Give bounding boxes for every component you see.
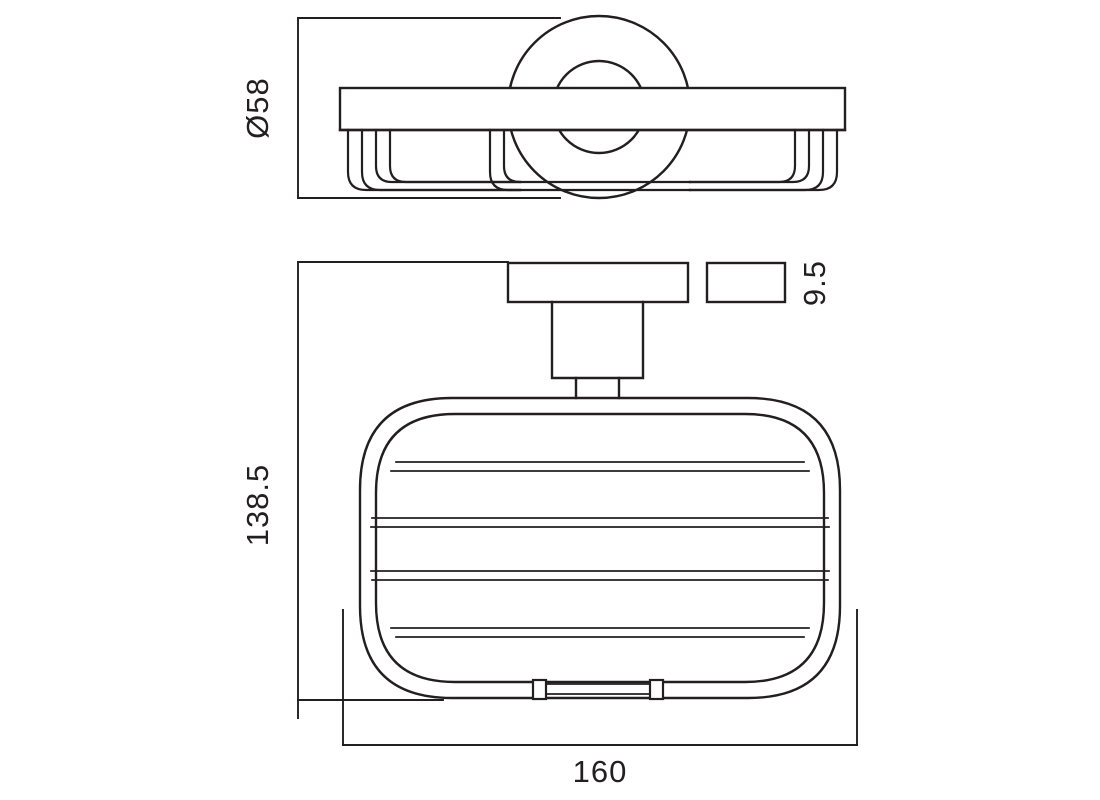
dimension-label-9-5: 9.5 [797,260,832,306]
top-view-group: Ø58 [240,14,847,200]
connector-ferrule-left [531,678,548,701]
dimension-height-138-5: 138.5 [240,261,509,719]
stem-body [550,300,645,380]
dim-9-5-bar [705,261,787,304]
dimension-width-160: 160 [342,609,858,789]
front-view-group: 138.5 9.5 [240,260,858,789]
mounting-stem [550,300,645,400]
basket-wire-ends-middle [488,128,692,192]
basket-wire-ends-left [346,128,522,192]
dimension-label-diameter-58: Ø58 [240,77,275,139]
dimension-depth-9-5: 9.5 [705,260,832,306]
basket-horizontal-bars [370,461,830,638]
rail-bar-rect [338,86,847,132]
wire-loop-mid-1 [488,128,692,192]
dimension-label-160: 160 [573,754,628,789]
wire-loop-left-1 [346,128,522,192]
connector-ferrule-right [648,678,665,701]
dimension-label-138-5: 138.5 [240,464,275,547]
basket-outer-rim [358,396,842,700]
wire-loop-right-1 [688,128,839,192]
wire-loop-right-2 [688,128,825,192]
basket-inner-rim [374,412,826,684]
dimension-diameter-58 [297,17,561,199]
wire-loop-left-3 [374,128,522,184]
basket-bottom-connector [531,678,665,701]
wire-loop-left-2 [360,128,522,192]
bracket-plate-rect [506,261,690,304]
top-rail-bar [338,86,847,132]
oval-basket-outer [358,396,842,700]
wire-loop-mid-2 [502,128,692,184]
wire-loop-right-4 [688,128,797,184]
wall-bracket-plate [506,261,690,304]
wire-loop-right-3 [688,128,811,184]
basket-wire-ends-right [688,128,839,192]
wire-loop-left-4 [388,128,522,184]
